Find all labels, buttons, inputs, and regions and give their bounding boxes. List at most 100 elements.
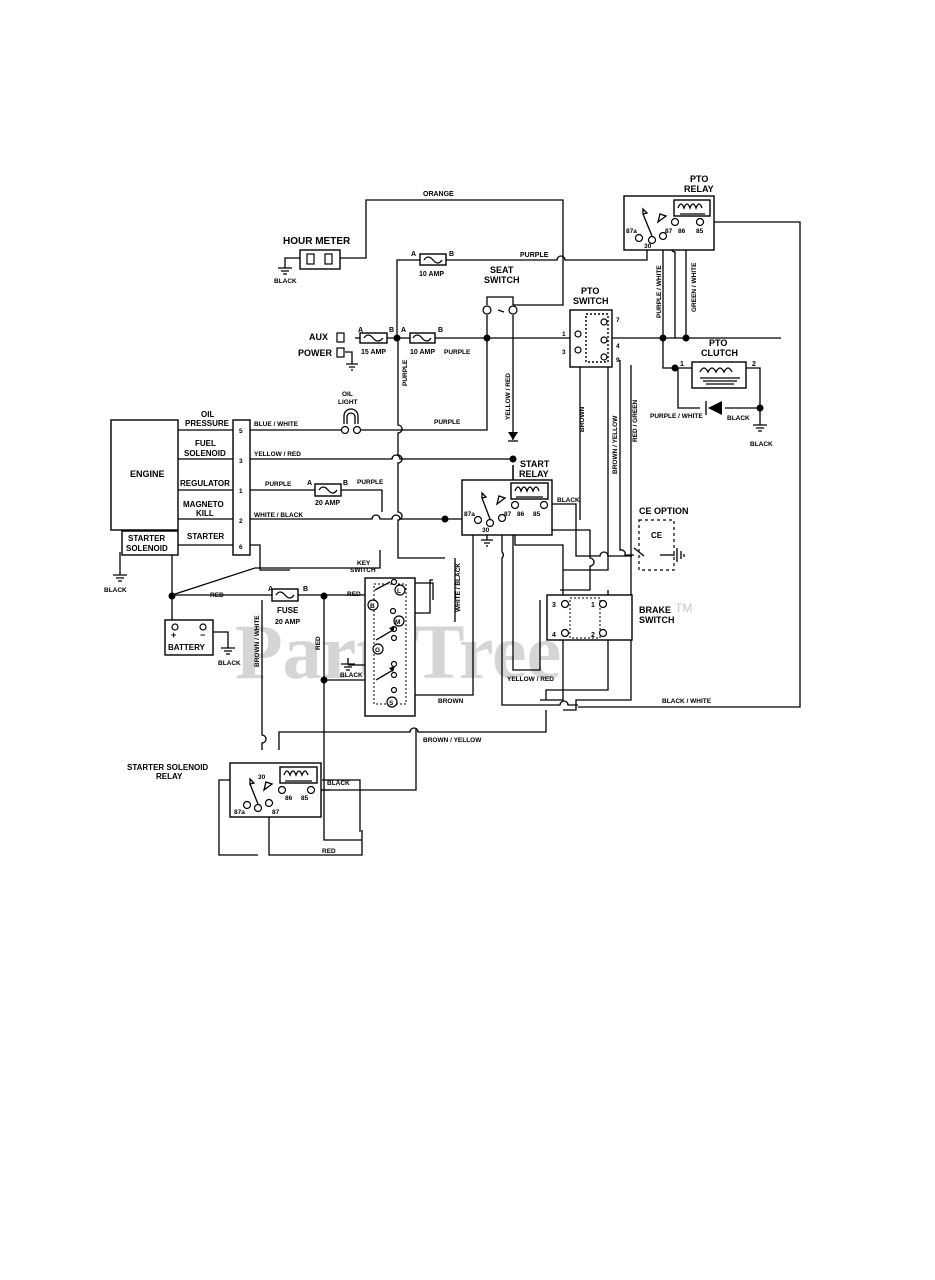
svg-text:CE: CE (651, 531, 663, 540)
svg-text:RELAY: RELAY (519, 469, 549, 479)
wire-label-orange: ORANGE (423, 191, 454, 198)
svg-text:POWER: POWER (298, 348, 333, 358)
ground-icon (341, 658, 355, 671)
svg-text:PRESSURE: PRESSURE (185, 419, 230, 428)
wire-label-black: BLACK (218, 660, 241, 667)
svg-text:9: 9 (616, 357, 620, 364)
pto-relay: PTO RELAY 87a 30 87 86 85 (623, 174, 715, 251)
svg-text:B: B (370, 603, 375, 610)
svg-text:CLUTCH: CLUTCH (701, 348, 738, 358)
battery: + − BATTERY (164, 619, 214, 656)
svg-text:87a: 87a (234, 809, 245, 816)
svg-text:LIGHT: LIGHT (338, 399, 358, 406)
svg-text:M: M (395, 619, 400, 626)
svg-text:B: B (303, 586, 308, 593)
svg-text:G: G (375, 647, 380, 654)
svg-text:B: B (343, 480, 348, 487)
ground-icon (113, 574, 127, 582)
svg-text:1: 1 (239, 488, 243, 495)
wire-label-brown-white: BROWN / WHITE (254, 615, 261, 667)
svg-text:3: 3 (239, 458, 243, 465)
svg-text:L: L (397, 588, 401, 595)
wire-label-black: BLACK (557, 497, 580, 504)
svg-text:A: A (307, 480, 312, 487)
svg-text:2: 2 (591, 632, 595, 639)
svg-text:BRAKE: BRAKE (639, 605, 671, 615)
svg-text:SWITCH: SWITCH (639, 615, 675, 625)
oil-light: OIL LIGHT (338, 391, 362, 435)
svg-text:87: 87 (272, 809, 280, 816)
wire-label-purple: PURPLE (357, 479, 384, 486)
wire-label-black: BLACK (340, 672, 363, 679)
svg-text:RELAY: RELAY (684, 184, 714, 194)
wire-label-black-white: BLACK / WHITE (662, 698, 712, 705)
junctions (168, 334, 764, 684)
wire-label-yellow-red: YELLOW / RED (507, 676, 554, 683)
fuse-10amp-top: A B 10 AMP (411, 251, 454, 278)
svg-text:A: A (358, 327, 363, 334)
svg-text:−: − (200, 630, 205, 640)
svg-text:2: 2 (239, 518, 243, 525)
brake-switch: 3 1 4 2 BRAKE SWITCH (546, 594, 675, 641)
svg-text:7: 7 (616, 317, 620, 324)
svg-text:STARTER: STARTER (187, 532, 224, 541)
wire-label-black: BLACK (274, 278, 297, 285)
svg-text:1: 1 (591, 602, 595, 609)
svg-text:10 AMP: 10 AMP (410, 349, 435, 356)
pto-switch: PTO SWITCH 1 3 7 4 9 (562, 286, 620, 368)
engine-label: ENGINE (130, 469, 165, 479)
svg-text:PTO: PTO (581, 286, 599, 296)
wire-label-red: RED (315, 636, 322, 650)
wire-label-red: RED (322, 848, 336, 855)
svg-text:START: START (520, 459, 550, 469)
svg-text:A: A (401, 327, 406, 334)
svg-text:PTO: PTO (709, 338, 727, 348)
wires (119, 199, 801, 856)
engine: ENGINE OIL PRESSURE FUEL SOLENOID REGULA… (110, 410, 233, 546)
pto-clutch: PTO CLUTCH 1 2 PURPLE / WHITE BLACK BLAC… (650, 338, 773, 448)
wire-label-yellow-red: YELLOW / RED (254, 451, 301, 458)
svg-text:15 AMP: 15 AMP (361, 349, 386, 356)
starter-solenoid: STARTER SOLENOID (121, 530, 179, 556)
svg-text:30: 30 (644, 243, 652, 250)
svg-text:STARTER SOLENOID: STARTER SOLENOID (127, 763, 208, 772)
hour-meter: HOUR METER BLACK (274, 236, 351, 285)
svg-text:B: B (389, 327, 394, 334)
svg-text:BATTERY: BATTERY (168, 643, 206, 652)
svg-text:BLACK: BLACK (750, 441, 773, 448)
svg-text:2: 2 (752, 361, 756, 368)
svg-text:30: 30 (258, 774, 266, 781)
svg-text:6: 6 (239, 544, 243, 551)
svg-text:87a: 87a (464, 511, 475, 518)
svg-text:4: 4 (616, 343, 620, 350)
svg-text:SEAT: SEAT (490, 265, 514, 275)
seat-switch: SEAT SWITCH (482, 265, 520, 315)
wire-label-red: RED (210, 592, 224, 599)
svg-text:5: 5 (239, 428, 243, 435)
ce-option: CE OPTION CE (633, 506, 689, 571)
svg-text:1: 1 (562, 331, 566, 338)
svg-text:B: B (438, 327, 443, 334)
svg-text:20 AMP: 20 AMP (275, 619, 300, 626)
svg-text:SWITCH: SWITCH (350, 567, 376, 574)
svg-text:KILL: KILL (196, 509, 214, 518)
fuse-20amp-regulator: A B 20 AMP (307, 480, 348, 507)
fuse-20amp-main: A B FUSE 20 AMP (268, 586, 308, 626)
engine-connector: 5 3 1 2 6 (232, 419, 251, 556)
wire-label-white-black: WHITE / BLACK (254, 512, 303, 519)
svg-text:A: A (268, 586, 273, 593)
wire-label-purple-white: PURPLE / WHITE (656, 265, 663, 318)
ground-icon (278, 267, 292, 275)
svg-text:OIL: OIL (201, 410, 214, 419)
svg-text:4: 4 (552, 632, 556, 639)
wire-label-purple: PURPLE (402, 359, 409, 386)
svg-text:85: 85 (696, 228, 704, 235)
wire-label-brown-yellow: BROWN / YELLOW (423, 737, 482, 744)
svg-text:MAGNETO: MAGNETO (183, 500, 224, 509)
diode-icon (508, 432, 518, 442)
svg-text:KEY: KEY (357, 560, 371, 567)
svg-text:AUX: AUX (309, 332, 328, 342)
wire-label-green-white: GREEN / WHITE (691, 262, 698, 312)
diode-icon (705, 401, 722, 415)
wire-label-purple: PURPLE (265, 481, 292, 488)
